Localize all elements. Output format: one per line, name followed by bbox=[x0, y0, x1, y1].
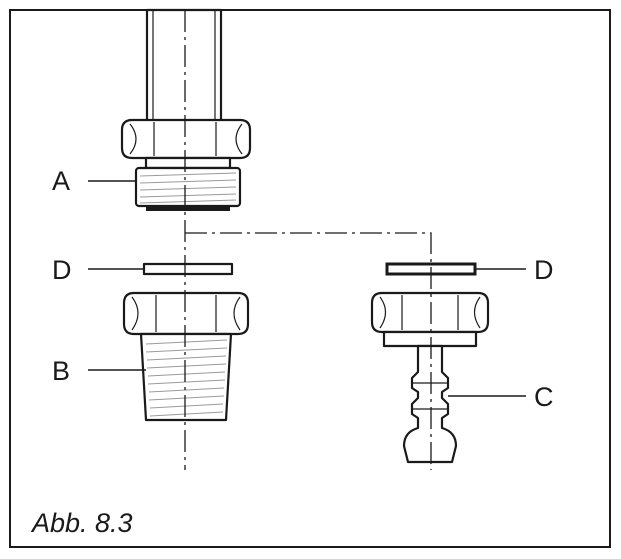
hex-nut-b bbox=[122, 291, 250, 336]
hose-nipple-c bbox=[370, 291, 490, 464]
label-c: C bbox=[534, 382, 554, 412]
thread-b bbox=[139, 332, 233, 422]
label-b: B bbox=[52, 356, 70, 386]
hex-nut-c bbox=[370, 291, 490, 334]
collar-c bbox=[382, 330, 478, 348]
figure-frame bbox=[9, 9, 611, 548]
figure-caption: Abb. 8.3 bbox=[30, 508, 133, 538]
label-d-right: D bbox=[534, 255, 554, 285]
pipe bbox=[145, 8, 223, 124]
hex-nut-top bbox=[120, 118, 252, 160]
center-line-connector bbox=[185, 232, 432, 470]
label-a: A bbox=[52, 166, 70, 196]
thread-a-end bbox=[146, 206, 230, 211]
label-d-left: D bbox=[52, 255, 72, 285]
collar-top bbox=[144, 156, 232, 170]
nipple-body bbox=[402, 344, 458, 464]
fitting-b bbox=[122, 291, 250, 422]
pipe-fitting-a bbox=[120, 8, 252, 211]
seal-d-left bbox=[142, 262, 234, 276]
